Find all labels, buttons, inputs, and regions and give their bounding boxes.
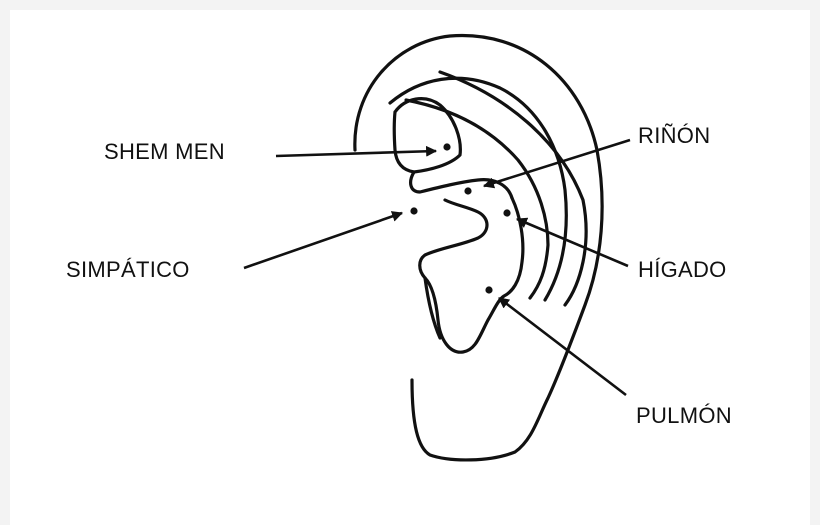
label-shem-men: SHEM MEN bbox=[104, 141, 225, 163]
arrow-higado bbox=[517, 219, 628, 266]
ear-antihelix-line-2 bbox=[406, 100, 548, 298]
point-simpatico bbox=[410, 207, 417, 214]
label-simpatico: SIMPÁTICO bbox=[66, 259, 190, 281]
label-pulmon: PULMÓN bbox=[636, 405, 732, 427]
arrow-pulmon bbox=[499, 298, 626, 395]
label-higado: HÍGADO bbox=[638, 259, 727, 281]
label-rinon: RIÑÓN bbox=[638, 125, 710, 147]
ear-concha-crus bbox=[411, 172, 512, 198]
arrow-shem-men bbox=[276, 151, 436, 156]
arrow-simpatico bbox=[244, 213, 402, 268]
point-rinon bbox=[464, 187, 471, 194]
point-higado bbox=[503, 209, 510, 216]
point-shem-men bbox=[443, 143, 450, 150]
point-pulmon bbox=[485, 286, 492, 293]
ear-triangular-fossa bbox=[394, 99, 460, 172]
ear-inner-helix bbox=[390, 78, 566, 300]
